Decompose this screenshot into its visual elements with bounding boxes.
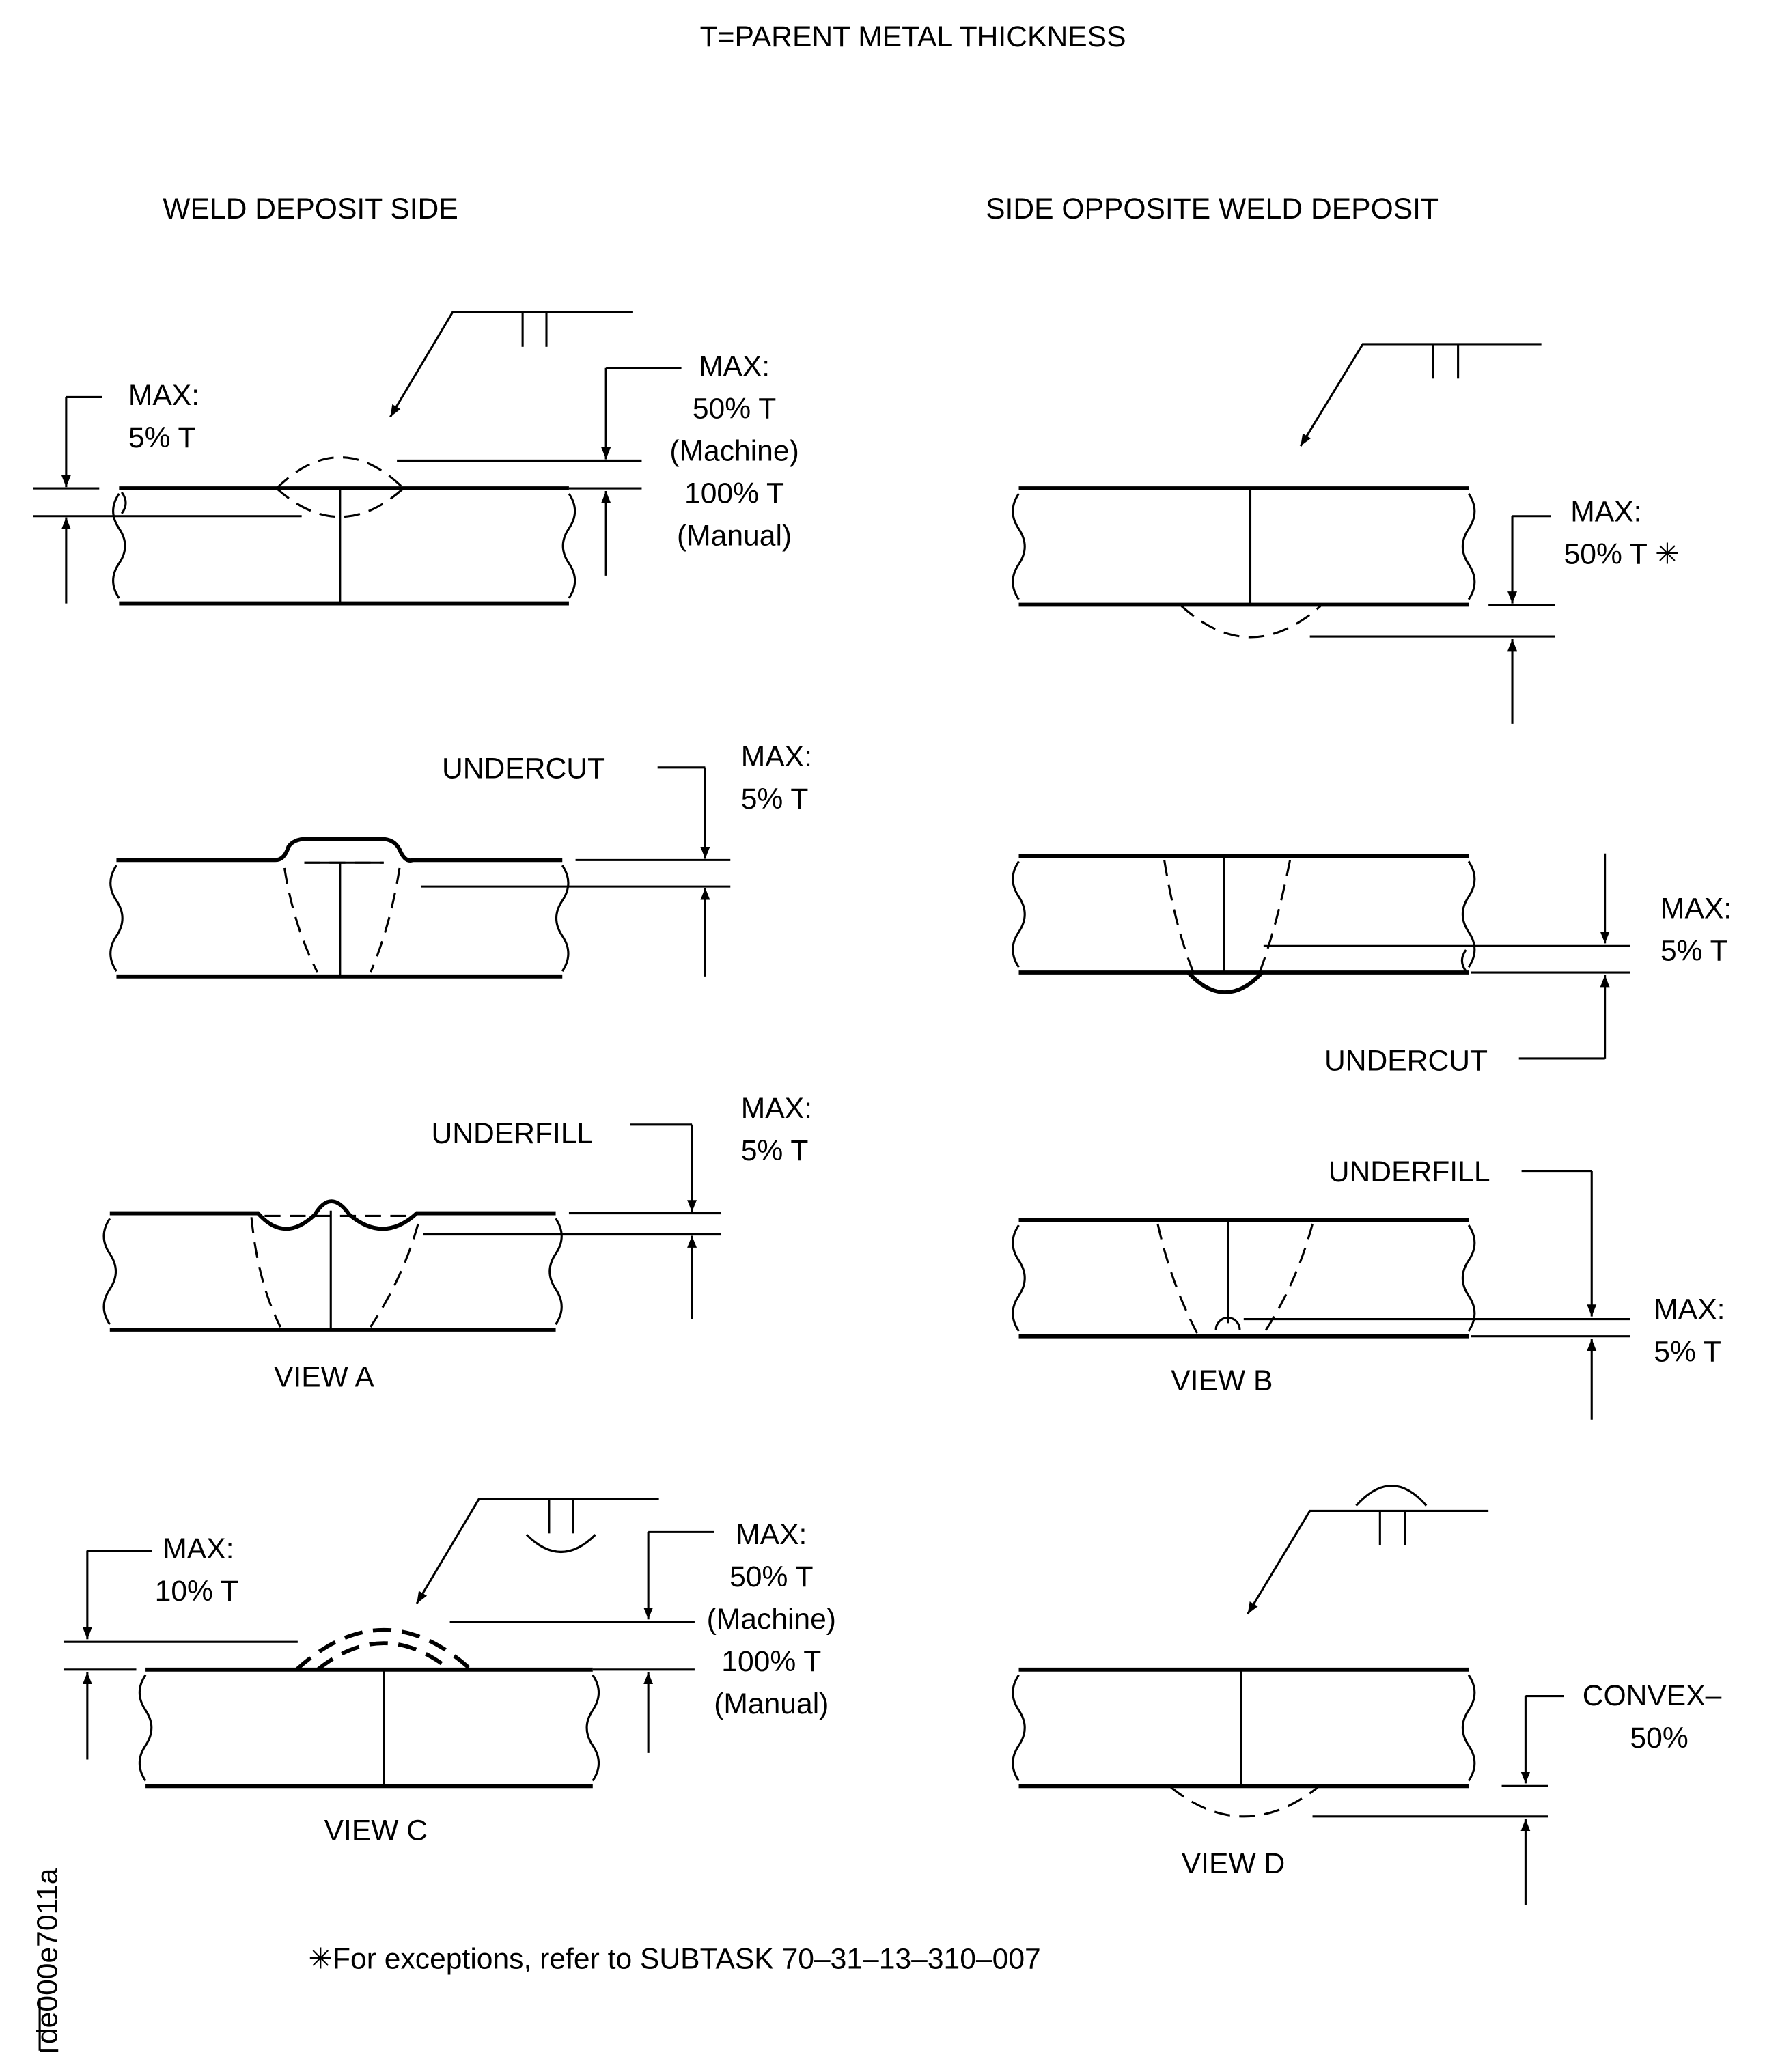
weld-fusion-line [1163,860,1195,973]
break-edge [138,1674,153,1782]
weld-symbol-leader [389,311,633,418]
root-underfill-contour [1214,1317,1241,1330]
label: 5% T [741,1134,809,1167]
concave-contour-symbol [525,1534,596,1553]
view-b-label: VIEW B [1171,1364,1273,1397]
label: MAX: [741,1092,812,1125]
weld-crown [109,1199,556,1231]
break-edge [1461,1674,1476,1782]
break-edge [1012,1674,1026,1782]
weld-fusion-line [369,867,401,973]
label: MAX: [1570,495,1641,528]
underfill-label: UNDERFILL [431,1117,593,1150]
left-heading: WELD DEPOSIT SIDE [163,193,458,225]
break-edge [112,492,126,599]
label: (Machine) [707,1603,836,1636]
weld-fusion-line [250,1217,282,1328]
break-edge [1461,860,1476,968]
break-edge [1012,860,1026,968]
weld-reinforcement-outline [316,1641,451,1672]
weld-fusion-line [1156,1223,1199,1334]
break-edge [1012,1224,1026,1332]
weld-symbol-leader [1247,1509,1489,1615]
label: MAX: [741,740,812,773]
weld-root-bulge [1186,971,1264,994]
drawing-lines [33,311,1630,2052]
label: 50% [1630,1722,1688,1754]
label: MAX: [1654,1293,1725,1326]
weld-crown [116,837,563,863]
label: (Machine) [669,434,798,467]
undercut-label: UNDERCUT [442,752,605,785]
label: 10% T [155,1575,238,1608]
underfill-label: UNDERFILL [1329,1156,1490,1188]
weld-symbol-leader [415,1498,659,1604]
label: 50% T [693,392,776,425]
label: MAX: [128,379,199,412]
weld-fusion-line [283,867,319,973]
label: 100% T [721,1645,821,1678]
weld-root-convexity [1170,1787,1319,1818]
weld-fusion-line [1262,1223,1314,1334]
label: 100% T [684,477,784,509]
label: MAX: [163,1532,234,1565]
break-edge [1461,1224,1476,1332]
label: MAX: [736,1518,807,1551]
convex-contour-symbol [1355,1485,1428,1507]
weld-symbol-leader [1299,343,1542,447]
label: 5% T [1654,1336,1721,1369]
label: 50% T [729,1560,813,1593]
view-c-label: VIEW C [324,1815,428,1847]
drawing-id: de000e7011a [31,1868,64,2044]
break-edge [585,1674,600,1782]
label: CONVEX– [1583,1679,1722,1712]
label: MAX: [699,350,770,382]
label: MAX: [1660,893,1732,925]
break-edge [1012,492,1026,600]
weld-fusion-line [1258,860,1292,973]
weld-fusion-line [370,1223,419,1328]
break-edge [561,492,576,599]
footnote: ✳For exceptions, refer to SUBTASK 70–31–… [308,1943,1040,1976]
undercut-label: UNDERCUT [1324,1044,1488,1077]
right-heading: SIDE OPPOSITE WELD DEPOSIT [986,193,1439,225]
view-a-label: VIEW A [274,1360,374,1393]
break-edge [109,865,124,972]
label: 5% T [128,421,196,454]
undercut-edge [120,491,127,514]
weld-reinforcement-outline [294,1627,473,1671]
label: (Manual) [677,519,792,552]
break-edge [548,1218,563,1326]
undercut-edge [1460,949,1467,972]
break-edge [102,1218,117,1326]
label: 5% T [741,783,809,815]
view-d-label: VIEW D [1182,1847,1285,1880]
label: 50% T ✳ [1564,537,1680,570]
weld-root-reinforcement [1180,605,1322,639]
label: (Manual) [714,1688,829,1720]
break-edge [1461,492,1476,600]
drawing-id-bracket [38,1998,59,2052]
label: 5% T [1660,935,1728,968]
break-edge [555,865,570,972]
title: T=PARENT METAL THICKNESS [700,20,1126,53]
weld-reinforcement-outline [275,456,404,490]
